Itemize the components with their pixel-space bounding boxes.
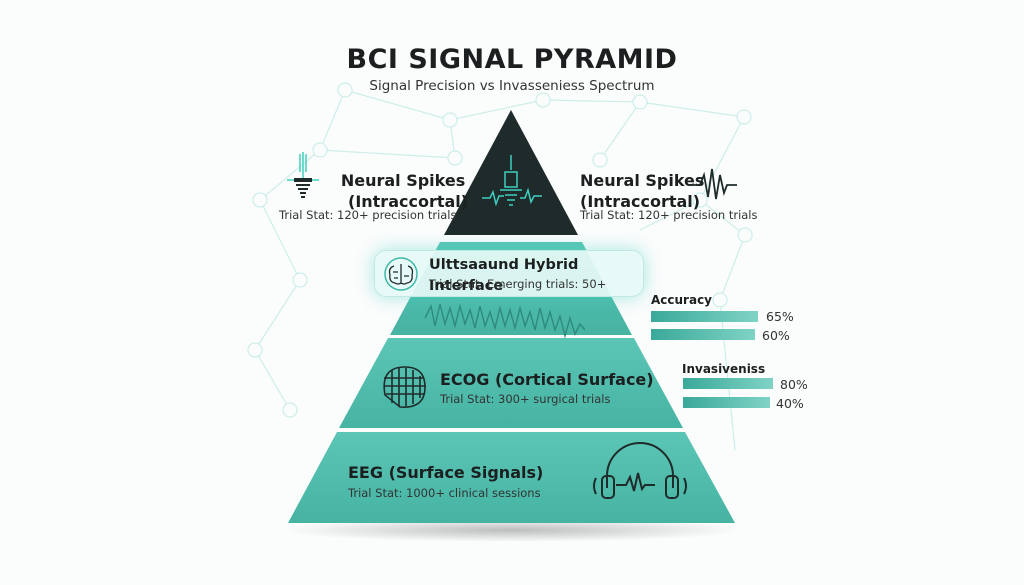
accuracy-label: Accuracy [651, 293, 713, 307]
waveform-icon [424, 303, 586, 339]
right-label-title: Neural Spikes (Intraccortal) [580, 170, 704, 212]
headphones-icon [593, 442, 687, 499]
invasiveness-label: Invasiveniss [682, 362, 766, 376]
tier-stat-ecog: Trial Stat: 300+ surgical trials [440, 392, 611, 406]
page-subtitle: Signal Precision vs Invasseniess Spectru… [369, 78, 655, 94]
accuracy-value-2: 60% [762, 328, 790, 343]
tier-stat-ultrasound: Trial Stat: Emerging trials: 50+ [429, 277, 607, 291]
invasiveness-value-2: 40% [776, 396, 804, 411]
brain-grid-icon [383, 366, 426, 408]
invasiveness-bar-2 [683, 397, 770, 408]
invasiveness-bar-1 [683, 378, 773, 389]
tier-title-ecog: ECOG (Cortical Surface) [440, 370, 654, 389]
microelectrode-icon [287, 152, 319, 198]
tier-ecog [339, 338, 683, 428]
right-label-stat: Trial Stat: 120+ precision trials [580, 208, 758, 222]
invasiveness-value-1: 80% [780, 377, 808, 392]
left-label-title: Neural Spikes (Intraccortal) [338, 170, 468, 212]
left-title-line2: (Intraccortal) [348, 192, 469, 211]
tier-title-ultrasound: Ulttsaaund Hybrid Interface [429, 257, 579, 294]
right-title-line1: Neural Spikes [580, 171, 705, 190]
accuracy-value-1: 65% [766, 309, 794, 324]
tier-card-ultrasound: Ulttsaaund Hybrid Interface Trial Stat: … [374, 250, 644, 297]
accuracy-bar-2 [651, 329, 755, 340]
left-title-line1: Neural Spikes [340, 171, 466, 190]
right-title-line2: (Intraccortal) [580, 192, 701, 211]
brain-icon [384, 257, 418, 291]
accuracy-bar-1 [651, 311, 758, 322]
electrode-icon [482, 155, 542, 207]
tier-stat-eeg: Trial Stat: 1000+ clinical sessions [348, 486, 541, 500]
tier-eeg [288, 432, 735, 523]
page-title: BCI SIGNAL PYRAMID [346, 44, 678, 75]
spike-waveform-icon [692, 168, 737, 200]
left-label-stat: Trial Stat: 120+ precision trials [279, 208, 457, 222]
tier-title-eeg: EEG (Surface Signals) [348, 463, 544, 482]
